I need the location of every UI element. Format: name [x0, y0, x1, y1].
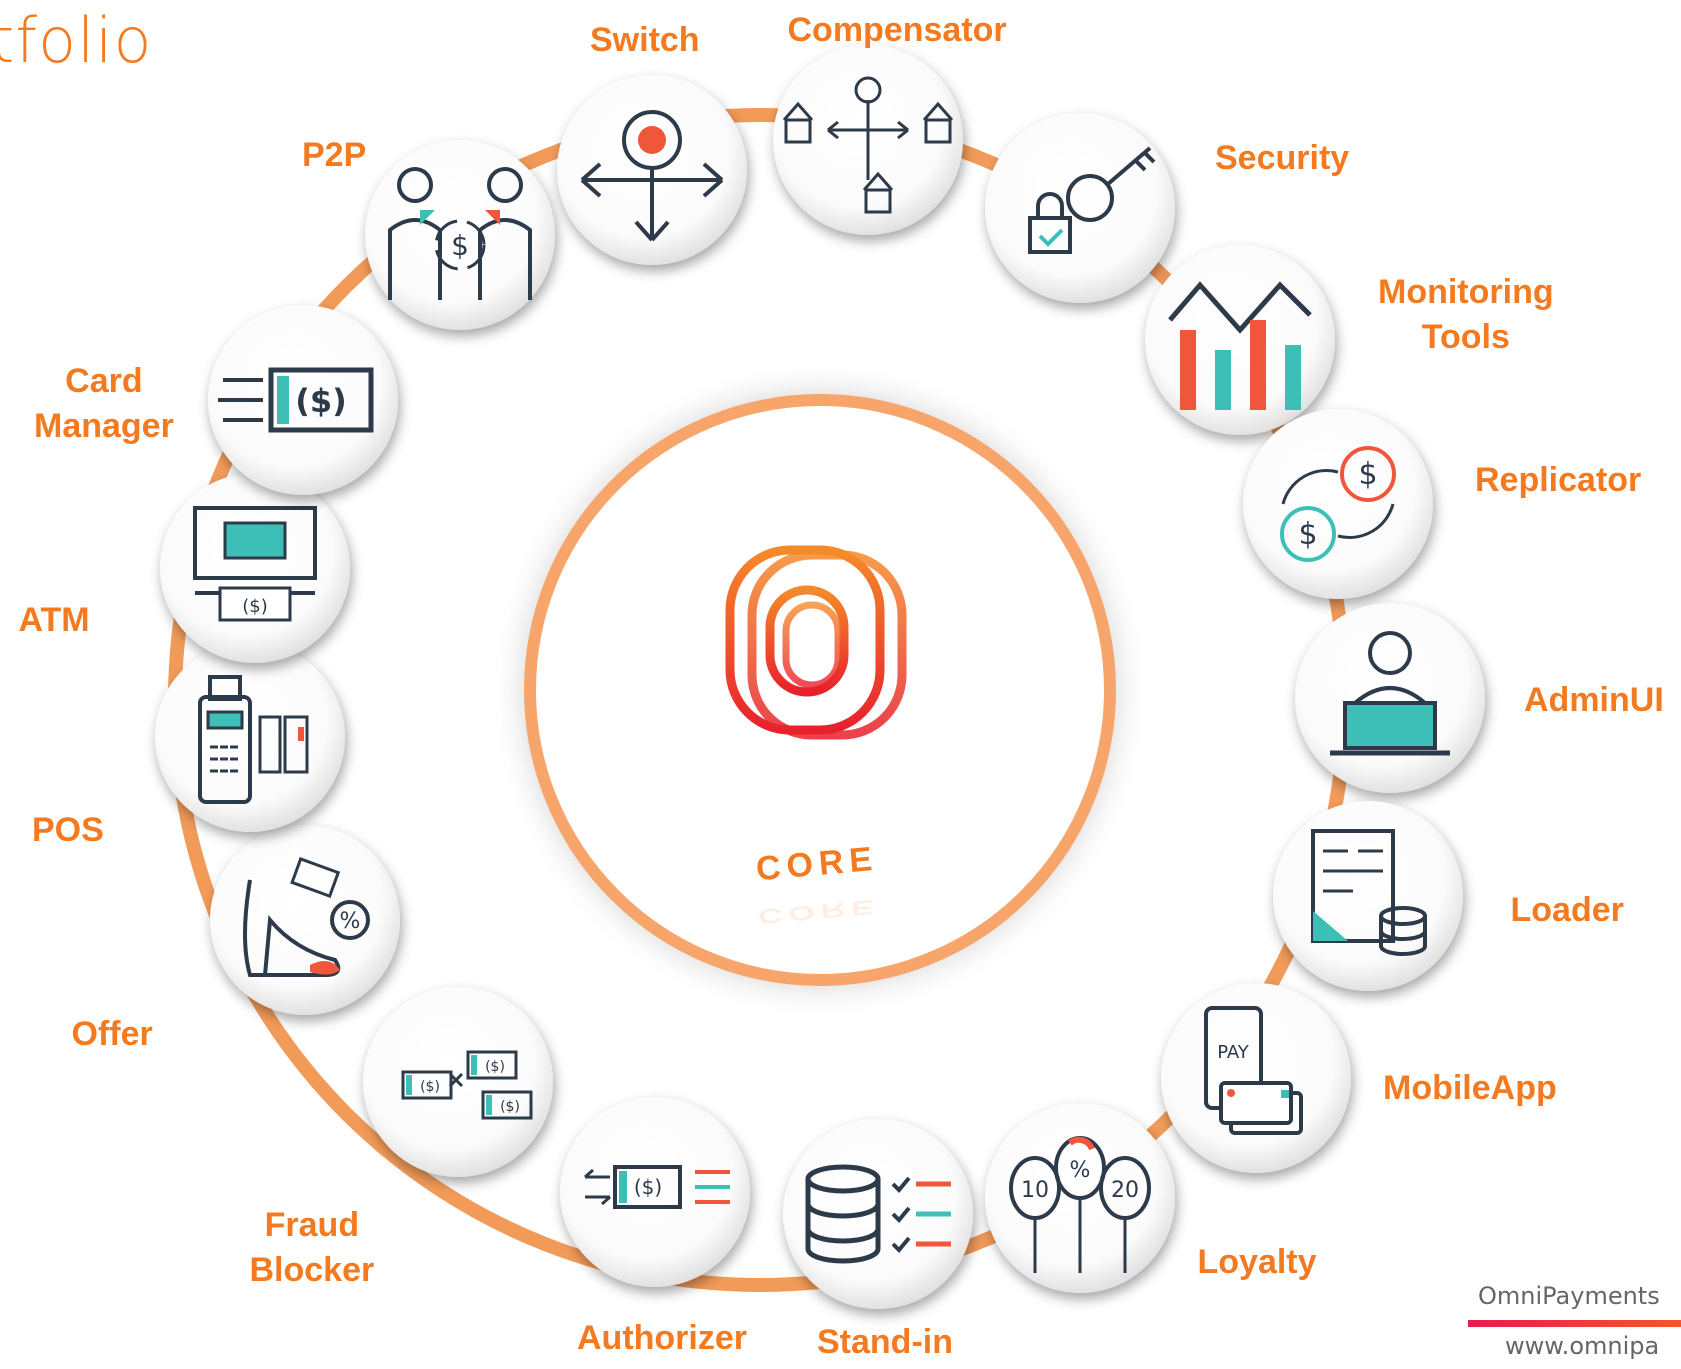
- svg-text:10: 10: [1021, 1178, 1049, 1203]
- module-label-adminui: AdminUI: [1524, 680, 1664, 719]
- footer-url: www.omnipa: [1505, 1332, 1660, 1360]
- module-bubble-mobileapp: PAY: [1161, 983, 1351, 1173]
- module-label-replicator: Replicator: [1475, 460, 1642, 499]
- module-label-pos: POS: [32, 810, 104, 849]
- svg-text:($): ($): [242, 596, 268, 617]
- module-label-compensator: Compensator: [787, 10, 1007, 49]
- switch-arrows-icon: [580, 110, 724, 242]
- module-bubble-adminui: [1295, 603, 1485, 793]
- module-label-mobileapp: MobileApp: [1383, 1068, 1557, 1107]
- module-label-monitoring-tools: Monitoring Tools: [1378, 273, 1554, 356]
- key-lock-icon: [1028, 146, 1156, 254]
- module-bubble-replicator: $$: [1243, 409, 1433, 599]
- svg-text:$: $: [1298, 517, 1317, 552]
- svg-text:($): ($): [485, 1059, 505, 1075]
- module-bubble-stand-in: [783, 1119, 973, 1309]
- module-bubble-pos: [155, 642, 345, 832]
- module-label-offer: Offer: [71, 1014, 153, 1053]
- module-label-fraud-blocker: Fraud Blocker: [249, 1206, 375, 1289]
- admin-laptop-icon: [1330, 631, 1450, 756]
- module-bubble-monitoring-tools: [1145, 245, 1335, 435]
- bar-chart-icon: [1168, 281, 1312, 410]
- module-bubble-fraud-blocker: ($) ($) ($): [363, 987, 553, 1177]
- svg-text:%: %: [1070, 1158, 1091, 1183]
- currency-exchange-icon: $$: [1280, 446, 1396, 562]
- module-label-stand-in: Stand-in: [817, 1323, 953, 1361]
- module-bubble-card-manager: ($): [208, 305, 398, 495]
- module-bubble-loader: [1273, 801, 1463, 991]
- svg-text:%: %: [340, 909, 361, 934]
- svg-text:$: $: [451, 229, 469, 262]
- svg-text:($): ($): [634, 1175, 662, 1199]
- module-bubble-atm: ($): [160, 473, 350, 663]
- module-bubble-security: [985, 113, 1175, 303]
- module-bubble-p2p: $: [365, 140, 555, 330]
- document-database-icon: [1311, 829, 1427, 956]
- module-label-p2p: P2P: [302, 135, 367, 174]
- database-checklist-icon: [805, 1164, 951, 1264]
- bank-network-icon: [782, 76, 954, 214]
- module-label-atm: ATM: [18, 600, 90, 639]
- svg-text:PAY: PAY: [1217, 1042, 1250, 1063]
- svg-text:($): ($): [420, 1079, 440, 1095]
- svg-text:($): ($): [295, 382, 347, 420]
- atm-icon: ($): [193, 506, 317, 622]
- balloons-icon: 10% 20: [1009, 1136, 1151, 1273]
- module-bubble-switch: [557, 75, 747, 265]
- module-label-loader: Loader: [1510, 890, 1624, 929]
- core-logo-icon: [725, 545, 907, 740]
- module-bubble-compensator: [773, 45, 963, 235]
- mobile-pay-icon: PAY: [1204, 1006, 1303, 1135]
- page-title: tfolio: [0, 4, 153, 77]
- pos-terminal-icon: [198, 675, 309, 804]
- svg-text:20: 20: [1111, 1178, 1139, 1203]
- money-checklist-icon: ($): [584, 1165, 730, 1209]
- module-label-loyalty: Loyalty: [1197, 1242, 1317, 1281]
- module-bubble-offer: %: [210, 825, 400, 1015]
- shoe-discount-icon: %: [243, 857, 370, 977]
- fast-money-icon: ($): [218, 367, 374, 433]
- module-bubble-authorizer: ($): [560, 1097, 750, 1287]
- module-label-card-manager: Card Manager: [34, 362, 174, 445]
- blocked-money-icon: ($) ($) ($): [401, 1050, 533, 1120]
- footer-brand: OmniPayments: [1478, 1282, 1660, 1310]
- module-label-security: Security: [1215, 138, 1350, 177]
- p2p-transfer-icon: $: [388, 167, 532, 300]
- footer-divider: [1468, 1320, 1681, 1327]
- svg-text:($): ($): [500, 1099, 520, 1115]
- module-bubble-loyalty: 10% 20: [985, 1103, 1175, 1293]
- module-label-switch: Switch: [590, 20, 700, 59]
- svg-text:$: $: [1358, 457, 1377, 492]
- module-label-authorizer: Authorizer: [577, 1318, 747, 1357]
